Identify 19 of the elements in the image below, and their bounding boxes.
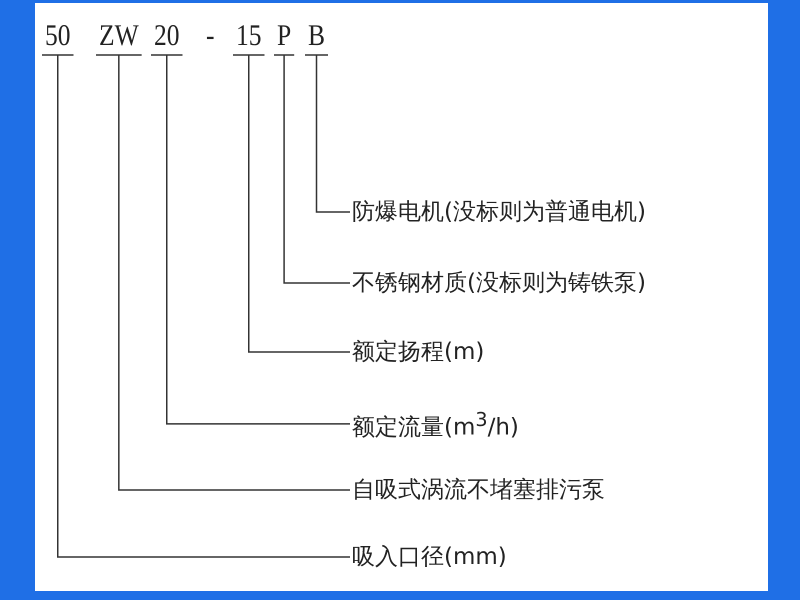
leader-line <box>95 54 351 491</box>
description-text: 额定扬程(m) <box>352 338 484 366</box>
model-code-part: P <box>277 20 292 52</box>
model-code-part: ZW <box>99 20 139 52</box>
description-text: 自吸式涡流不堵塞排污泵 <box>352 476 605 504</box>
model-code-part: 50 <box>45 20 70 52</box>
model-code-part: 15 <box>236 20 262 52</box>
leader-line <box>232 54 351 353</box>
separator-dash: - <box>206 20 214 52</box>
description-text: 吸入口径(mm) <box>352 543 507 571</box>
description-text: 不锈钢材质(没标则为铸铁泵) <box>352 269 646 297</box>
model-code-part: B <box>308 20 326 52</box>
description-text: 额定流量(m$^{3}$/h) <box>352 406 519 442</box>
leader-line <box>273 54 351 284</box>
leader-line <box>304 54 351 213</box>
model-code-part: 20 <box>154 20 180 52</box>
leader-line <box>150 54 351 425</box>
leader-line <box>41 54 351 558</box>
description-text: 防爆电机(没标则为普通电机) <box>352 198 646 226</box>
